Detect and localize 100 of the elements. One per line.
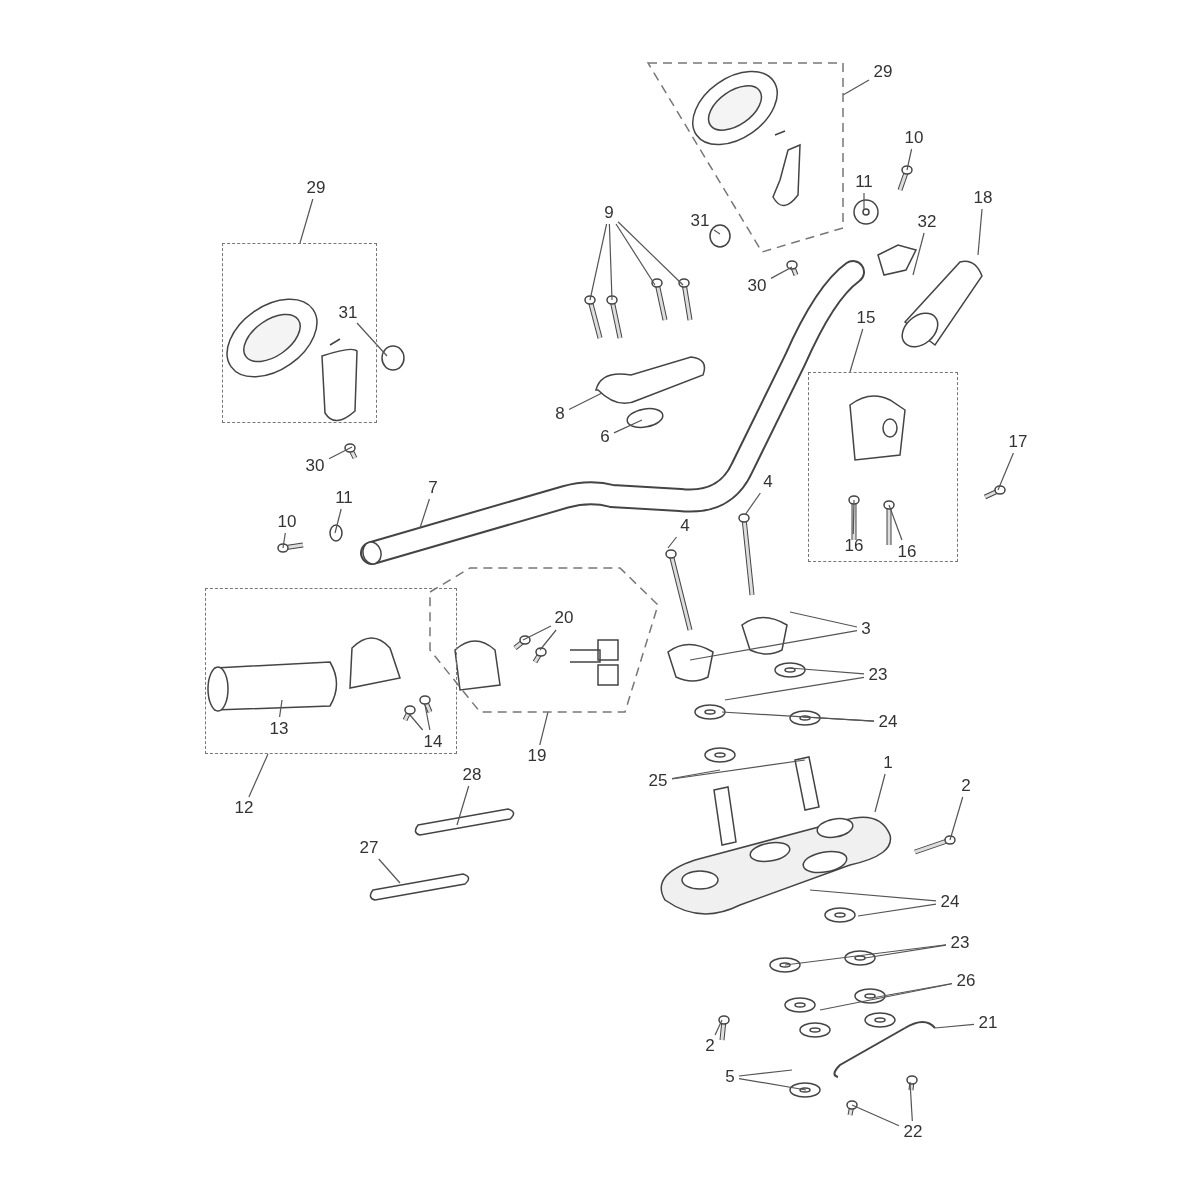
- dashed-group-frame: [222, 243, 377, 423]
- leader-line: [613, 419, 643, 434]
- dashed-group-frame: [647, 62, 844, 253]
- callout-number: 3: [861, 620, 871, 638]
- callout-number: 31: [338, 304, 358, 322]
- callout-number: 1: [883, 754, 893, 772]
- leader-line: [282, 532, 286, 549]
- leader-line: [789, 611, 858, 628]
- callout-number: 12: [234, 799, 254, 817]
- leader-line: [419, 498, 431, 529]
- leader-line: [819, 983, 953, 1011]
- callout-number: 28: [462, 766, 482, 784]
- callout-number: 8: [555, 405, 565, 423]
- callout-number: 16: [844, 537, 864, 555]
- leader-line: [456, 785, 470, 826]
- callout-number: 29: [873, 63, 893, 81]
- leader-line: [738, 1069, 793, 1077]
- leader-line: [784, 944, 947, 966]
- leader-line: [871, 982, 953, 999]
- leader-line: [714, 1019, 723, 1036]
- leader-line: [671, 769, 721, 780]
- leader-line: [689, 630, 858, 661]
- leader-line: [671, 759, 806, 780]
- callout-number: 7: [428, 479, 438, 497]
- leader-line: [849, 328, 864, 373]
- leader-line: [522, 625, 552, 641]
- callout-number: 10: [277, 513, 297, 531]
- callout-number: 18: [973, 189, 993, 207]
- leader-line: [299, 198, 314, 244]
- callout-number: 16: [897, 543, 917, 561]
- leader-line: [934, 1023, 975, 1029]
- leader-line: [424, 704, 431, 731]
- callout-number: 20: [554, 609, 574, 627]
- callout-number: 30: [747, 277, 767, 295]
- leader-line: [864, 944, 947, 959]
- leader-line: [608, 223, 613, 301]
- callout-number: 24: [940, 893, 960, 911]
- callout-number: 31: [690, 212, 710, 230]
- callout-number: 10: [904, 129, 924, 147]
- leader-line: [278, 699, 283, 718]
- leader-line: [378, 858, 401, 884]
- leader-line: [977, 208, 983, 256]
- callout-number: 9: [604, 204, 614, 222]
- leader-line: [949, 796, 964, 841]
- leader-line: [802, 716, 875, 722]
- leader-line: [667, 536, 678, 549]
- leader-line: [789, 667, 865, 675]
- leader-line: [874, 773, 886, 813]
- leader-line: [248, 753, 269, 798]
- leader-line: [857, 903, 937, 917]
- callout-number: 2: [705, 1037, 715, 1055]
- leader-line: [997, 452, 1014, 491]
- leader-line: [842, 79, 870, 96]
- callout-number: 2: [961, 777, 971, 795]
- dashed-group-frame: [205, 588, 457, 754]
- callout-number: 29: [306, 179, 326, 197]
- leader-line: [770, 266, 793, 279]
- callout-number: 6: [600, 428, 610, 446]
- leader-line: [409, 714, 424, 731]
- leader-line: [909, 1081, 913, 1122]
- leader-line: [744, 492, 761, 516]
- leader-line: [852, 499, 855, 535]
- callout-number: 30: [305, 457, 325, 475]
- leader-line: [724, 676, 865, 701]
- leader-line: [539, 711, 549, 746]
- leader-line: [906, 148, 913, 171]
- callout-number: 22: [903, 1123, 923, 1141]
- callout-number: 5: [725, 1068, 735, 1086]
- callout-number: 17: [1008, 433, 1028, 451]
- callout-number: 11: [855, 173, 873, 191]
- leader-line: [356, 322, 388, 357]
- callout-number: 23: [868, 666, 888, 684]
- leader-line: [888, 504, 903, 541]
- callout-number: 23: [950, 934, 970, 952]
- callout-number: 13: [269, 720, 289, 738]
- callout-number: 27: [359, 839, 379, 857]
- callout-number: 4: [680, 517, 690, 535]
- leader-line: [589, 223, 608, 301]
- leader-line: [328, 446, 353, 460]
- callout-number: 21: [978, 1014, 998, 1032]
- callout-number: 32: [917, 213, 937, 231]
- leader-line: [334, 508, 342, 534]
- callout-number: 26: [956, 972, 976, 990]
- leader-line: [539, 629, 557, 651]
- leader-line: [912, 232, 925, 276]
- leader-line: [713, 229, 721, 235]
- leader-line: [615, 223, 656, 286]
- leader-line: [851, 1104, 900, 1127]
- callout-number: 15: [856, 309, 876, 327]
- leader-line: [617, 221, 684, 286]
- leader-line: [738, 1077, 807, 1091]
- callout-number: 24: [878, 713, 898, 731]
- leader-line: [863, 192, 865, 211]
- dashed-group-frame: [808, 372, 958, 562]
- callout-number: 11: [335, 489, 353, 507]
- dashed-group-frame: [429, 567, 659, 713]
- leader-line: [809, 889, 937, 902]
- callout-number: 25: [648, 772, 668, 790]
- leader-line: [568, 392, 603, 411]
- callout-number: 19: [527, 747, 547, 765]
